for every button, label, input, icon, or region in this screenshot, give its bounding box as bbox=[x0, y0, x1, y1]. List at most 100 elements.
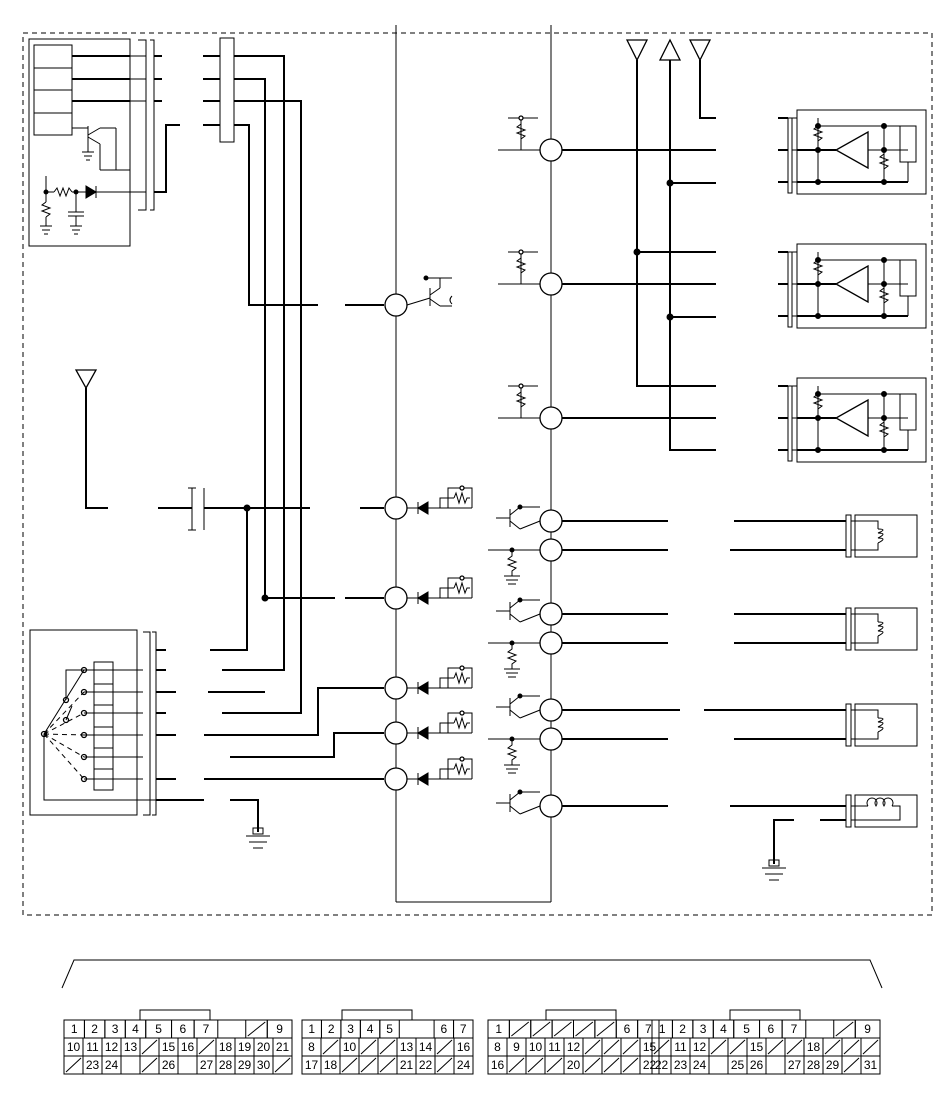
unused-pin-mark bbox=[622, 1039, 639, 1055]
unused-pin-mark bbox=[862, 1039, 879, 1055]
pin-number: 17 bbox=[305, 1058, 319, 1072]
pin-cell bbox=[101, 1055, 122, 1075]
pin-number: 9 bbox=[513, 1040, 520, 1054]
pin-number: 10 bbox=[67, 1040, 81, 1054]
unused-pin-mark bbox=[360, 1039, 377, 1055]
input-buffer-1 bbox=[384, 485, 473, 520]
pin-number: 5 bbox=[155, 1022, 162, 1036]
input-buffer-5 bbox=[384, 756, 473, 791]
pin-number: 25 bbox=[731, 1058, 745, 1072]
pin-number: 30 bbox=[257, 1058, 271, 1072]
pin-number: 24 bbox=[457, 1058, 471, 1072]
pin-number: 22 bbox=[643, 1058, 657, 1072]
pin-number: 20 bbox=[257, 1040, 271, 1054]
pin-number: 28 bbox=[807, 1058, 821, 1072]
unused-pin-mark bbox=[274, 1057, 291, 1073]
unused-pin-mark bbox=[843, 1057, 860, 1073]
pin-number: 10 bbox=[529, 1040, 543, 1054]
pin-number: 4 bbox=[720, 1022, 727, 1036]
unused-pin-mark bbox=[584, 1057, 601, 1073]
pulldown-network-1 bbox=[488, 547, 540, 585]
connector-bracket-top-middle bbox=[203, 37, 335, 714]
pin-number: 24 bbox=[105, 1058, 119, 1072]
output-driver-3 bbox=[496, 693, 541, 719]
unused-pin-mark bbox=[360, 1057, 377, 1073]
connector-bracket-top-left bbox=[130, 39, 180, 211]
pin-number: 9 bbox=[276, 1022, 283, 1036]
unused-pin-mark bbox=[824, 1039, 841, 1055]
pin-number: 5 bbox=[386, 1022, 393, 1036]
unused-pin-mark bbox=[379, 1039, 396, 1055]
pin-number: 29 bbox=[826, 1058, 840, 1072]
pin-number: 26 bbox=[750, 1058, 764, 1072]
unused-pin-mark bbox=[575, 1021, 594, 1037]
pin-cell bbox=[860, 1055, 881, 1075]
control-unit-boundary bbox=[22, 32, 933, 916]
pin-number: 9 bbox=[864, 1022, 871, 1036]
input-line-left-middle bbox=[74, 369, 310, 651]
unused-pin-mark bbox=[710, 1039, 727, 1055]
pin-number: 11 bbox=[674, 1040, 687, 1054]
amplifier-sensor-2 bbox=[778, 243, 927, 329]
pin-number: 21 bbox=[276, 1040, 290, 1054]
amplifier-sensor-3 bbox=[778, 377, 927, 463]
sensor-box-top-left bbox=[28, 38, 131, 247]
pin-number: 7 bbox=[203, 1022, 210, 1036]
pulldown-network-3 bbox=[488, 736, 540, 774]
input-buffer-2 bbox=[384, 575, 473, 610]
connector-lock-tab bbox=[729, 1009, 801, 1021]
pin-number: 6 bbox=[624, 1022, 631, 1036]
unused-pin-mark bbox=[546, 1057, 563, 1073]
pin-number: 26 bbox=[162, 1058, 176, 1072]
unused-pin-mark bbox=[553, 1021, 572, 1037]
pin-number: 31 bbox=[864, 1058, 878, 1072]
unused-pin-mark bbox=[622, 1057, 639, 1073]
pin-number: 12 bbox=[693, 1040, 707, 1054]
unused-pin-mark bbox=[767, 1039, 784, 1055]
input-wires-bottom-left bbox=[204, 304, 384, 780]
pin-number: 2 bbox=[328, 1022, 335, 1036]
unused-pin-mark bbox=[508, 1057, 525, 1073]
pin-number: 8 bbox=[308, 1040, 315, 1054]
output-driver-4 bbox=[496, 789, 541, 815]
solenoid-output-lines bbox=[562, 520, 846, 881]
pin-number: 12 bbox=[105, 1040, 119, 1054]
pin-number: 20 bbox=[567, 1058, 581, 1072]
unused-pin-mark bbox=[835, 1021, 854, 1037]
pin-number: 18 bbox=[807, 1040, 821, 1054]
pin-number: 13 bbox=[124, 1040, 138, 1054]
repeated-components bbox=[384, 109, 927, 828]
unused-pin-mark bbox=[141, 1039, 158, 1055]
pin-number: 12 bbox=[567, 1040, 581, 1054]
unused-pin-mark bbox=[247, 1021, 266, 1037]
unused-pin-mark bbox=[596, 1021, 615, 1037]
input-buffer-4 bbox=[384, 710, 473, 745]
pin-number: 18 bbox=[324, 1058, 338, 1072]
unused-pin-mark bbox=[511, 1021, 530, 1037]
pin-number: 18 bbox=[219, 1040, 233, 1054]
pin-number: 1 bbox=[308, 1022, 315, 1036]
amplifier-sensor-1 bbox=[778, 109, 927, 195]
pin-number: 10 bbox=[343, 1040, 357, 1054]
unused-pin-mark bbox=[843, 1039, 860, 1055]
solenoid-1 bbox=[845, 514, 918, 558]
pin-number: 6 bbox=[179, 1022, 186, 1036]
unused-pin-mark bbox=[527, 1057, 544, 1073]
connector-lock-tab bbox=[341, 1009, 413, 1021]
pin-number: 1 bbox=[659, 1022, 666, 1036]
pin-number: 22 bbox=[655, 1058, 669, 1072]
connector-section-bracket bbox=[61, 959, 883, 989]
pin-number: 3 bbox=[112, 1022, 119, 1036]
module-bus-lines bbox=[395, 25, 552, 903]
unused-pin-mark bbox=[603, 1057, 620, 1073]
pin-number: 23 bbox=[674, 1058, 688, 1072]
pin-number: 4 bbox=[367, 1022, 374, 1036]
pin-number: 5 bbox=[743, 1022, 750, 1036]
unused-pin-mark bbox=[379, 1057, 396, 1073]
pin-number: 11 bbox=[548, 1040, 561, 1054]
